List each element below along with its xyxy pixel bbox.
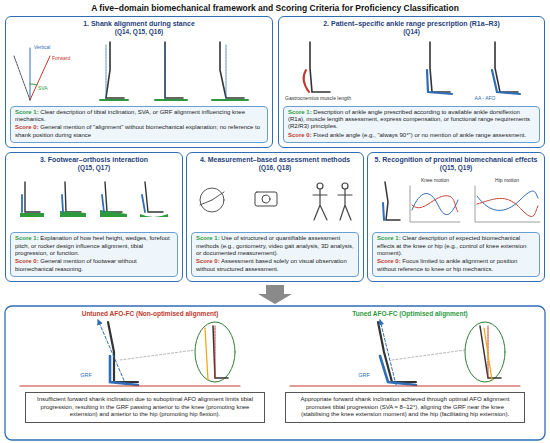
score-text: Explanation of how heel height, wedges, … [15, 235, 170, 256]
question-numbers: (Q15, Q19) [368, 164, 544, 172]
question-numbers: (Q16, Q18) [187, 164, 363, 172]
score-box: Score 1: Clear description of expected b… [372, 232, 540, 277]
panel-heading: Tuned AFO-FC (Optimised alignment) [352, 310, 468, 317]
figure-label: Hip motion [495, 178, 519, 184]
domain-box: 2. Patient–specific ankle range prescrip… [278, 16, 545, 148]
score-line: Score 0: Assessment based solely on visu… [196, 258, 354, 273]
score-line: Score 0: Focus limited to ankle alignmen… [377, 258, 535, 273]
figure-label: Gastrocnemius muscle length [285, 96, 351, 102]
score-line: Score 0: General mention of "alignment" … [15, 124, 263, 139]
score-label: Score 0: [15, 258, 39, 264]
figure-label: SVA [38, 86, 48, 92]
diagram-title: A five–domain biomechanical framework an… [0, 3, 550, 13]
score-text: Description of ankle angle prescribed ac… [288, 109, 530, 130]
domain-box: 1. Shank alignment during stance(Q14, Q1… [5, 16, 273, 148]
score-label: Score 1: [288, 109, 312, 115]
domain-heading: 1. Shank alignment during stance [6, 20, 272, 28]
score-line: Score 1: Description of ankle angle pres… [288, 109, 535, 131]
figure-label: GRF [80, 372, 92, 378]
score-text: General mention of "alignment" without b… [15, 124, 260, 137]
score-line: Score 0: General mention of footwear wit… [15, 258, 173, 273]
domain-heading: 4. Measurement–based assessment methods [187, 156, 363, 164]
figure-label: AA - AFO [475, 96, 496, 102]
question-numbers: (Q15, Q17) [6, 164, 182, 172]
outcome-box: Insufficient forward shank inclination d… [25, 392, 265, 423]
score-box: Score 1: Clear description of tibial inc… [10, 106, 268, 143]
domain-box: 5. Recognition of proximal biomechanical… [367, 152, 545, 282]
outcome-box: Appropriate forward shank inclination ac… [285, 392, 525, 423]
score-text: Clear description of tibial inclination,… [15, 109, 245, 122]
score-line: Score 0: Fixed ankle angle (e.g., "alway… [288, 132, 535, 139]
score-label: Score 1: [15, 235, 39, 241]
domain-box: 3. Footwear–orthosis interaction(Q15, Q1… [5, 152, 183, 282]
score-label: Score 1: [15, 109, 39, 115]
domain-heading: 3. Footwear–orthosis interaction [6, 156, 182, 164]
outcome-text: Appropriate forward shank inclination ac… [301, 396, 510, 417]
score-label: Score 0: [196, 258, 220, 264]
panel-heading: Untuned AFO-FC (Non-optimised alignment) [82, 310, 219, 317]
question-numbers: (Q14, Q15, Q16) [6, 28, 272, 36]
domain-heading: 5. Recognition of proximal biomechanical… [368, 156, 544, 164]
figure-label: Vertical [34, 45, 50, 51]
score-label: Score 1: [377, 235, 401, 241]
score-box: Score 1: Use of structured or quantifiab… [191, 232, 359, 277]
score-line: Score 1: Explanation of how heel height,… [15, 235, 173, 257]
score-label: Score 0: [15, 124, 39, 130]
domain-heading: 2. Patient–specific ankle range prescrip… [279, 20, 544, 28]
score-box: Score 1: Explanation of how heel height,… [10, 232, 178, 277]
score-text: Use of structured or quantifiable assess… [196, 235, 354, 256]
score-label: Score 0: [377, 258, 401, 264]
figure-label: GRF [358, 372, 370, 378]
domain-box: 4. Measurement–based assessment methods(… [186, 152, 364, 282]
score-line: Score 1: Clear description of tibial inc… [15, 109, 263, 124]
score-line: Score 1: Clear description of expected b… [377, 235, 535, 257]
figure-label: Forward [52, 56, 70, 62]
score-label: Score 0: [288, 132, 312, 138]
score-line: Score 1: Use of structured or quantifiab… [196, 235, 354, 257]
outcome-text: Insufficient forward shank inclination d… [37, 396, 253, 417]
score-text: Fixed ankle angle (e.g., "always 90°") o… [313, 132, 526, 138]
score-box: Score 1: Description of ankle angle pres… [283, 106, 540, 143]
question-numbers: (Q14) [279, 28, 544, 36]
score-label: Score 1: [196, 235, 220, 241]
figure-label: Knee motion [421, 178, 449, 184]
